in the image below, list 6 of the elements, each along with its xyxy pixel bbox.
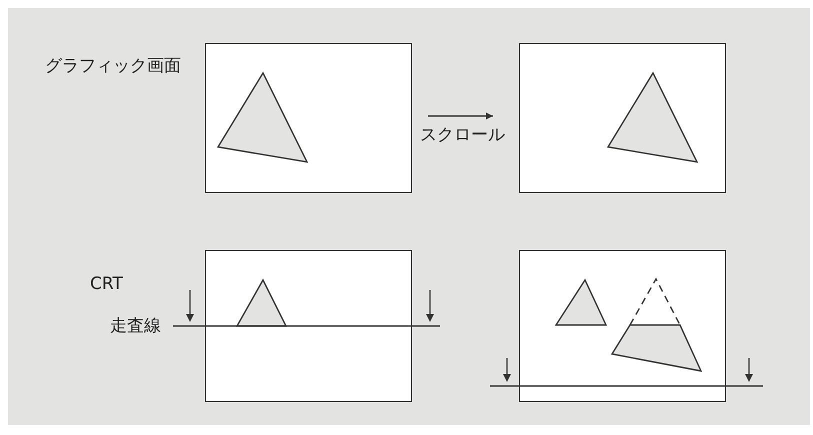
text-label: CRT — [90, 276, 123, 293]
text-label: グラフィック画面 — [45, 58, 181, 75]
arrow — [428, 112, 493, 120]
text-label: 走査線 — [110, 318, 161, 335]
screen-box — [205, 250, 412, 402]
edge-label: スクロール — [420, 127, 505, 144]
